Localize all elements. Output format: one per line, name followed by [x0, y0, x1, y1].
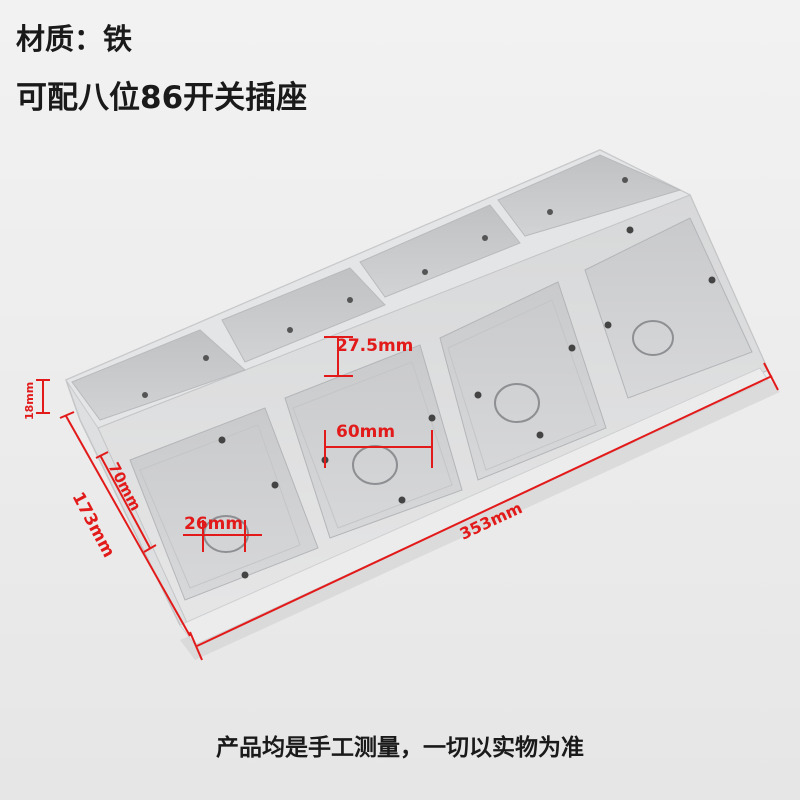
material-label: 材质：铁 [16, 22, 133, 56]
measurement-note: 产品均是手工测量，一切以实物为准 [216, 735, 584, 761]
dim-hole-spacing: 60mm [336, 422, 395, 442]
dim-height-small: 18mm [23, 382, 36, 420]
top-compartments [71, 154, 682, 421]
front-lip [179, 367, 769, 646]
dim-depth-top: 27.5mm [336, 336, 413, 356]
box-shadow [180, 380, 780, 660]
dim-width: 173mm [68, 489, 119, 561]
dim-hole-diameter: 26mm [184, 514, 243, 534]
compatibility-label: 可配八位86开关插座 [16, 80, 308, 116]
bottom-compartments [129, 217, 753, 601]
dimension-lines [36, 336, 779, 661]
